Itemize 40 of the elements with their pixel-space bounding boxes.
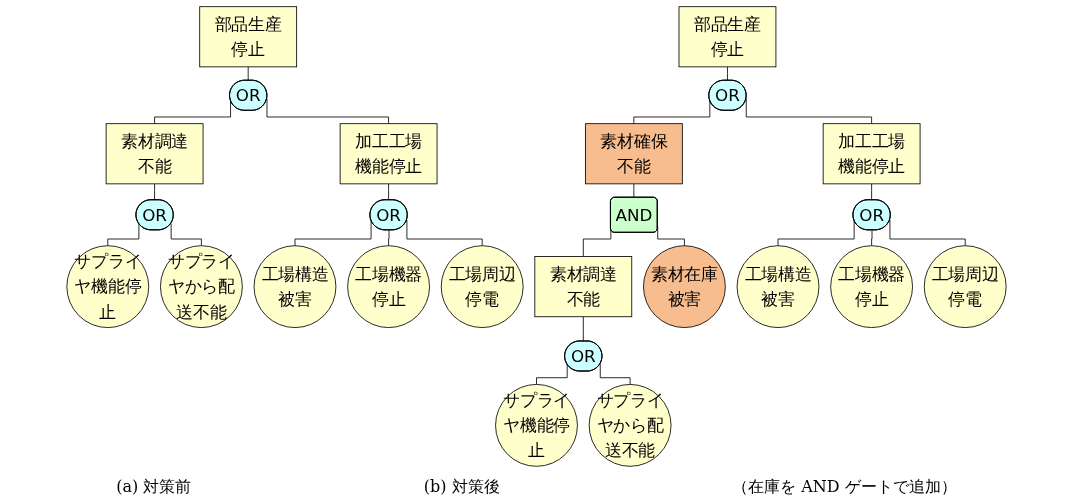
connector [777,219,855,247]
connector [582,316,585,342]
node-box: 部品生産停止 [678,6,777,68]
connector [536,363,568,385]
node-box: 加工工場機能停止 [822,123,921,185]
caption-text: （在庫を AND ゲートで追加） [732,477,957,498]
node-circle: サプライヤから配送不能 [160,245,243,328]
node-circle: 工場構造被害 [253,245,337,328]
node-circle: サプライヤ機能停止 [495,384,578,467]
connector [294,219,372,247]
node-circle: 工場周辺停電 [923,245,1007,328]
connector [871,229,873,247]
caption-text: (b) 対策後 [423,477,500,498]
connector [406,219,483,247]
connector [170,223,202,247]
connector [889,219,966,247]
node-box: 加工工場機能停止 [339,123,438,185]
node-box: 素材調達不能 [105,123,204,185]
node-box: 素材調達不能 [534,256,633,318]
node-circle: 工場機器停止 [830,245,913,328]
node-circle: サプライヤ機能停止 [66,245,150,328]
node-circle: 工場機器停止 [347,245,430,328]
node-circle: 工場周辺停電 [440,245,524,328]
connector [633,183,635,199]
connector [599,363,631,385]
connector [745,98,873,125]
connector [388,229,390,247]
connector [107,223,140,247]
caption-text: (a) 対策前 [116,477,192,498]
node-circle: サプライヤから配送不能 [588,384,672,467]
connector [871,183,873,201]
connector [388,183,390,201]
node-box: 素材確保不能 [584,123,683,185]
connector [727,66,729,82]
connector [154,183,156,201]
node-circle: 素材在庫被害 [643,245,726,328]
connector [247,66,250,82]
node-box: 部品生産停止 [199,6,298,68]
node-circle: 工場構造被害 [736,245,820,328]
connector [266,98,389,125]
